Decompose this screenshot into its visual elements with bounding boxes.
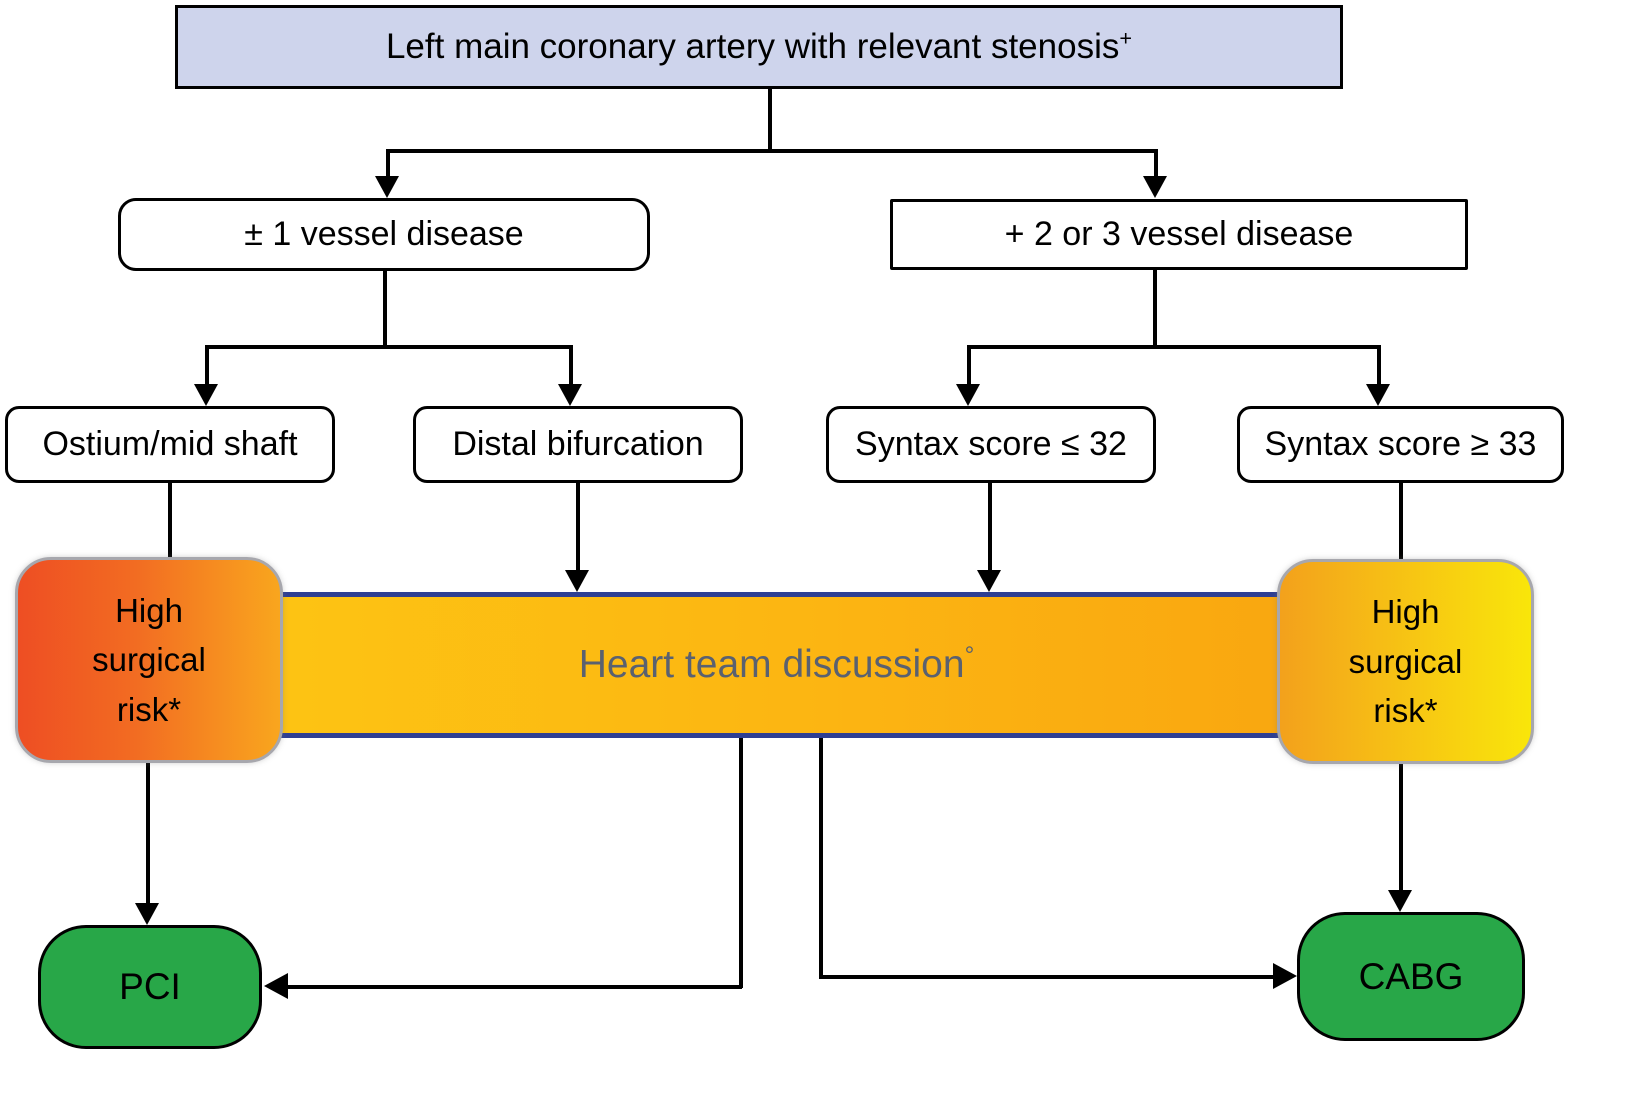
connector-syntax-low-to-heart-team: [988, 483, 992, 571]
dagger-plus-mark: +: [1119, 25, 1133, 51]
node-syntax-score-ge-33-label: Syntax score ≥ 33: [1264, 425, 1537, 463]
connector-two-three-split: [967, 345, 1380, 349]
arrowhead-to-one-vessel: [375, 176, 399, 198]
node-distal-bifurcation-label: Distal bifurcation: [452, 425, 704, 463]
connector-heart-team-pci-drop: [739, 738, 743, 988]
connector-one-vessel-stem: [383, 271, 387, 347]
arrowhead-risk-left-to-pci: [135, 903, 159, 925]
node-two-three-vessel-disease: + 2 or 3 vessel disease: [890, 199, 1468, 270]
node-left-main-stenosis: Left main coronary artery with relevant …: [175, 5, 1343, 89]
connector-two-three-stem: [1153, 270, 1157, 347]
arrowhead-to-ostium: [194, 384, 218, 406]
connector-heart-team-cabg-run: [819, 975, 1273, 979]
arrowhead-distal-to-heart-team: [565, 570, 589, 592]
connector-ostium-to-risk-left: [168, 483, 172, 559]
connector-to-ostium: [205, 345, 209, 386]
connector-distal-to-heart-team: [576, 483, 580, 571]
node-pci: PCI: [38, 925, 262, 1049]
connector-root-to-two-three: [1154, 149, 1158, 177]
degree-mark: °: [964, 642, 975, 669]
connector-to-syntax-high: [1377, 345, 1381, 386]
arrowhead-to-syntax-low: [956, 384, 980, 406]
node-ostium-mid-shaft-label: Ostium/mid shaft: [42, 425, 298, 463]
node-syntax-score-ge-33: Syntax score ≥ 33: [1237, 406, 1564, 483]
node-two-three-vessel-disease-label: + 2 or 3 vessel disease: [1004, 215, 1354, 253]
connector-heart-team-pci-run: [288, 985, 742, 989]
node-syntax-score-le-32-label: Syntax score ≤ 32: [855, 425, 1127, 463]
arrowhead-to-distal: [558, 384, 582, 406]
node-heart-team-discussion-label: Heart team discussion°: [578, 642, 975, 686]
connector-risk-left-to-pci: [146, 763, 150, 903]
node-one-vessel-disease-label: ± 1 vessel disease: [244, 215, 524, 253]
node-high-surgical-risk-right-label: High surgical risk*: [1348, 593, 1463, 730]
arrowhead-heart-team-to-pci: [264, 973, 288, 999]
arrowhead-risk-right-to-cabg: [1388, 890, 1412, 912]
node-ostium-mid-shaft: Ostium/mid shaft: [5, 406, 335, 483]
connector-heart-team-cabg-drop: [819, 738, 823, 978]
arrowhead-syntax-low-to-heart-team: [977, 570, 1001, 592]
node-cabg: CABG: [1297, 912, 1525, 1041]
node-high-surgical-risk-left-label: High surgical risk*: [92, 591, 206, 728]
connector-root-split: [386, 149, 1158, 153]
connector-to-distal: [569, 345, 573, 386]
connector-root-stem: [768, 89, 772, 151]
node-high-surgical-risk-right: High surgical risk*: [1277, 559, 1534, 764]
connector-to-syntax-low: [967, 345, 971, 386]
connector-one-vessel-split: [205, 345, 572, 349]
arrowhead-to-two-three: [1143, 176, 1167, 198]
connector-risk-right-to-cabg: [1399, 764, 1403, 890]
node-pci-label: PCI: [119, 966, 181, 1007]
node-high-surgical-risk-left: High surgical risk*: [15, 557, 283, 763]
node-heart-team-discussion: Heart team discussion°: [258, 592, 1295, 738]
node-left-main-stenosis-label: Left main coronary artery with relevant …: [385, 25, 1133, 66]
arrowhead-to-syntax-high: [1366, 384, 1390, 406]
node-cabg-label: CABG: [1358, 955, 1464, 997]
node-syntax-score-le-32: Syntax score ≤ 32: [826, 406, 1156, 483]
connector-syntax-high-to-risk-right: [1399, 483, 1403, 561]
connector-root-to-one-vessel: [386, 149, 390, 177]
node-distal-bifurcation: Distal bifurcation: [413, 406, 743, 483]
arrowhead-heart-team-to-cabg: [1273, 963, 1297, 989]
node-one-vessel-disease: ± 1 vessel disease: [118, 198, 650, 271]
